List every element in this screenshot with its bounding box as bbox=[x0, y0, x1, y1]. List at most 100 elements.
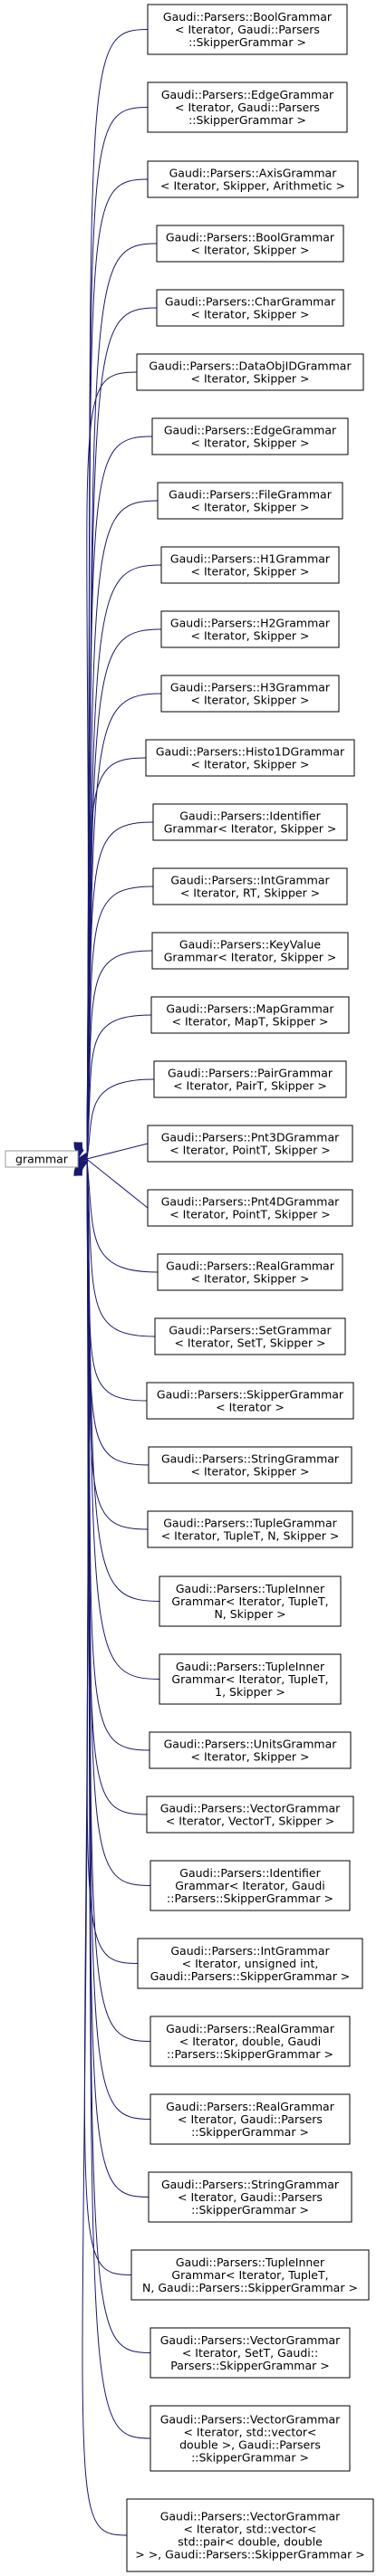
class-node[interactable]: Gaudi::Parsers::H2Grammar< Iterator, Ski… bbox=[160, 610, 340, 648]
class-node[interactable]: Gaudi::Parsers::BoolGrammar< Iterator, G… bbox=[147, 4, 348, 55]
class-node[interactable]: Gaudi::Parsers::StringGrammar< Iterator,… bbox=[148, 1446, 352, 1484]
class-node-box bbox=[147, 1125, 353, 1163]
class-node-label-line: Gaudi::Parsers::TupleInner bbox=[176, 1660, 325, 1673]
inheritance-arrowhead bbox=[76, 1158, 89, 1169]
class-node-box bbox=[147, 1510, 353, 1548]
class-node-label-line: < Iterator, Skipper > bbox=[191, 501, 310, 514]
class-node-label-line: Gaudi::Parsers::EdgeGrammar bbox=[161, 88, 334, 101]
inheritance-arrowhead bbox=[73, 1164, 82, 1176]
class-node-label-line: < Iterator, Skipper > bbox=[191, 694, 310, 707]
class-node[interactable]: Gaudi::Parsers::Pnt4DGrammar< Iterator, … bbox=[147, 1189, 353, 1227]
class-node[interactable]: Gaudi::Parsers::SetGrammar< Iterator, Se… bbox=[154, 1317, 346, 1355]
class-node-box bbox=[159, 1575, 342, 1627]
inheritance-edge bbox=[86, 1164, 139, 1964]
class-node-label-line: Gaudi::Parsers::RealGrammar bbox=[166, 2100, 335, 2113]
class-node-label-line: < Iterator, Skipper > bbox=[191, 372, 310, 386]
class-node[interactable]: Gaudi::Parsers::VectorGrammar< Iterator,… bbox=[150, 2405, 351, 2472]
class-node[interactable]: Gaudi::Parsers::H1Grammar< Iterator, Ski… bbox=[160, 546, 340, 584]
class-node[interactable]: Gaudi::Parsers::SkipperGrammar< Iterator… bbox=[146, 1382, 354, 1420]
class-node-label-line: Grammar< Iterator, TupleT, bbox=[171, 2268, 328, 2282]
class-node[interactable]: Gaudi::Parsers::FileGrammar< Iterator, S… bbox=[157, 482, 343, 520]
class-node-label-line: < Iterator, std::vector< bbox=[183, 2426, 316, 2439]
class-node[interactable]: Gaudi::Parsers::RealGrammar< Iterator, S… bbox=[157, 1253, 343, 1291]
class-node[interactable]: Gaudi::Parsers::VectorGrammar< Iterator,… bbox=[150, 2327, 351, 2379]
class-node-label-line: ::SkipperGrammar > bbox=[191, 2125, 309, 2139]
class-node-label-line: < Iterator, RT, Skipper > bbox=[180, 886, 320, 900]
inheritance-edge bbox=[86, 564, 162, 1155]
class-node-label-line: < Iterator, double, Gaudi bbox=[179, 2035, 321, 2048]
inheritance-edge bbox=[86, 1165, 150, 2198]
class-node-label-line: Gaudi::Parsers::DataObjIDGrammar bbox=[149, 359, 352, 373]
class-node[interactable]: Gaudi::Parsers::EdgeGrammar< Iterator, S… bbox=[151, 417, 349, 455]
class-node[interactable]: Gaudi::Parsers::EdgeGrammar< Iterator, G… bbox=[147, 81, 348, 133]
class-node-box bbox=[149, 1731, 352, 1769]
class-node[interactable]: Gaudi::Parsers::IntGrammar< Iterator, un… bbox=[137, 1938, 363, 1989]
class-node-label-line: Gaudi::Parsers::Pnt3DGrammar bbox=[161, 1131, 340, 1144]
class-node-box bbox=[156, 289, 344, 327]
root-node-grammar[interactable]: grammar bbox=[5, 1150, 79, 1168]
class-node-label-line: < Iterator, std::vector< bbox=[183, 2523, 316, 2536]
class-node-label-line: < Iterator, VectorT, Skipper > bbox=[166, 1815, 334, 1828]
class-node[interactable]: Gaudi::Parsers::BoolGrammar< Iterator, S… bbox=[156, 225, 344, 263]
class-node[interactable]: Gaudi::Parsers::StringGrammar< Iterator,… bbox=[148, 2171, 352, 2223]
class-node-label-line: < Iterator, Skipper > bbox=[191, 1465, 310, 1479]
class-node[interactable]: Gaudi::Parsers::Histo1DGrammar< Iterator… bbox=[145, 739, 355, 777]
class-node[interactable]: Gaudi::Parsers::VectorGrammar< Iterator,… bbox=[126, 2498, 374, 2572]
inheritance-edge bbox=[86, 1158, 149, 1209]
class-node-label-line: < Iterator > bbox=[216, 1401, 285, 1414]
class-node-label-line: > >, Gaudi::Parsers::SkipperGrammar > bbox=[135, 2548, 364, 2562]
class-node-label-line: double >, Gaudi::Parsers bbox=[179, 2438, 321, 2452]
class-node-label-line: N, Gaudi::Parsers::SkipperGrammar > bbox=[142, 2281, 358, 2294]
class-node-label-line: ::SkipperGrammar > bbox=[188, 35, 306, 49]
class-node[interactable]: Gaudi::Parsers::DataObjIDGrammar< Iterat… bbox=[136, 353, 364, 391]
class-node-label-line: ::SkipperGrammar > bbox=[191, 2451, 309, 2465]
class-node-box bbox=[160, 546, 340, 584]
class-node[interactable]: Gaudi::Parsers::PairGrammar< Iterator, P… bbox=[153, 1060, 347, 1098]
class-node-box bbox=[156, 225, 344, 263]
class-node-label-line: < Iterator, MapT, Skipper > bbox=[172, 1015, 329, 1029]
class-node-box bbox=[154, 1317, 346, 1355]
class-node-label-line: < Iterator, Gaudi::Parsers bbox=[175, 23, 320, 36]
class-node[interactable]: Gaudi::Parsers::UnitsGrammar< Iterator, … bbox=[149, 1731, 352, 1769]
class-node-box bbox=[147, 1189, 353, 1227]
class-node[interactable]: Gaudi::Parsers::MapGrammar< Iterator, Ma… bbox=[150, 996, 350, 1034]
class-node-label-line: < Iterator, Skipper > bbox=[191, 1750, 310, 1764]
class-node[interactable]: Gaudi::Parsers::AxisGrammar< Iterator, S… bbox=[147, 160, 359, 198]
class-node-label-line: Gaudi::Parsers::IntGrammar bbox=[170, 874, 330, 887]
class-node-label-line: Gaudi::Parsers::RealGrammar bbox=[166, 2022, 335, 2035]
class-node-label-line: N, Skipper > bbox=[214, 1607, 285, 1621]
root-node-label: grammar bbox=[15, 1153, 69, 1166]
class-node[interactable]: Gaudi::Parsers::H3Grammar< Iterator, Ski… bbox=[160, 675, 340, 713]
class-node-box bbox=[136, 353, 364, 391]
class-node-label-line: Gaudi::Parsers::BoolGrammar bbox=[166, 231, 335, 244]
inheritance-edges bbox=[73, 29, 162, 2536]
class-node-box bbox=[160, 675, 340, 713]
inheritance-edge bbox=[86, 950, 153, 1158]
class-node[interactable]: Gaudi::Parsers::RealGrammar< Iterator, G… bbox=[150, 2093, 351, 2145]
inheritance-edge bbox=[86, 1161, 150, 1466]
class-node-label-line: Gaudi::Parsers::SetGrammar bbox=[169, 1324, 332, 1337]
class-node-label-line: Gaudi::Parsers::RealGrammar bbox=[166, 1259, 335, 1273]
class-node-label-line: Gaudi::Parsers::VectorGrammar bbox=[160, 2510, 341, 2523]
class-node[interactable]: Gaudi::Parsers::RealGrammar< Iterator, d… bbox=[150, 2016, 351, 2067]
class-node[interactable]: Gaudi::Parsers::IntGrammar< Iterator, RT… bbox=[152, 867, 348, 905]
class-node-label-line: Grammar< Iterator, Skipper > bbox=[164, 951, 337, 964]
class-node-label-line: Gaudi::Parsers::StringGrammar bbox=[161, 1452, 340, 1466]
class-node-label-line: < Iterator, Skipper > bbox=[191, 1272, 310, 1286]
class-node-label-line: < Iterator, Skipper, Arithmetic > bbox=[160, 179, 345, 193]
class-node[interactable]: Gaudi::Parsers::VectorGrammar< Iterator,… bbox=[146, 1796, 354, 1834]
class-node-box bbox=[152, 803, 348, 841]
inheritance-edge bbox=[86, 1078, 155, 1159]
class-node-label-line: Gaudi::Parsers::EdgeGrammar bbox=[164, 424, 337, 437]
class-node-label-line: Gaudi::Parsers::UnitsGrammar bbox=[164, 1738, 338, 1751]
class-node[interactable]: Gaudi::Parsers::CharGrammar< Iterator, S… bbox=[156, 289, 344, 327]
class-node[interactable]: Gaudi::Parsers::Pnt3DGrammar< Iterator, … bbox=[147, 1125, 353, 1163]
class-node[interactable]: Gaudi::Parsers::TupleGrammar< Iterator, … bbox=[147, 1510, 353, 1548]
